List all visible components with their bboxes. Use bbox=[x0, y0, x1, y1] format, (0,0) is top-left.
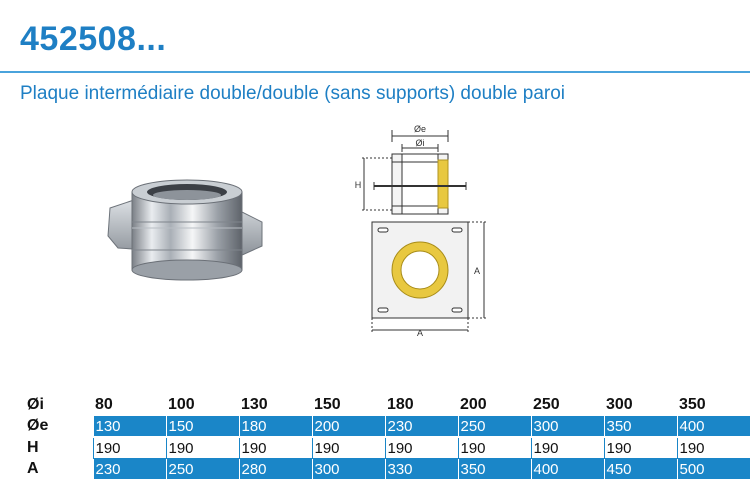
table-cell: 190 bbox=[165, 436, 239, 459]
row-label: Øe bbox=[25, 416, 93, 438]
label-a-bottom: A bbox=[417, 328, 423, 338]
table-cell: 500 bbox=[676, 458, 750, 481]
table-cell: 350 bbox=[603, 416, 677, 438]
side-view-drawing bbox=[362, 130, 467, 215]
label-oi: Øi bbox=[416, 138, 425, 148]
table-cell: 200 bbox=[458, 394, 531, 416]
table-cell: 200 bbox=[311, 416, 385, 438]
table-cell: 280 bbox=[238, 458, 312, 481]
table-cell: 190 bbox=[530, 436, 604, 459]
header-divider bbox=[0, 71, 750, 73]
label-oe: Øe bbox=[414, 124, 426, 134]
row-label: H bbox=[25, 437, 93, 459]
table-cell: 400 bbox=[676, 416, 750, 438]
product-photo bbox=[107, 179, 263, 281]
table-cell: 190 bbox=[311, 436, 385, 459]
product-code: 452508... bbox=[20, 20, 167, 58]
table-cell: 190 bbox=[92, 436, 166, 459]
table-cell: 80 bbox=[93, 394, 166, 416]
table-cell: 230 bbox=[92, 458, 166, 481]
label-h: H bbox=[355, 180, 362, 190]
top-view-drawing bbox=[371, 221, 488, 334]
product-description: Plaque intermédiaire double/double (sans… bbox=[20, 83, 566, 104]
table-cell: 130 bbox=[92, 416, 166, 438]
table-cell: 150 bbox=[165, 416, 239, 438]
table-cell: 300 bbox=[530, 416, 604, 438]
table-cell: 350 bbox=[457, 458, 531, 481]
table-cell: 250 bbox=[531, 394, 604, 416]
table-cell: 250 bbox=[457, 416, 531, 438]
table-cell: 450 bbox=[603, 458, 677, 481]
table-cell: 100 bbox=[166, 394, 239, 416]
table-cell: 300 bbox=[604, 394, 677, 416]
table-cell: 190 bbox=[457, 436, 531, 459]
table-cell: 180 bbox=[238, 416, 312, 438]
table-cell: 190 bbox=[603, 436, 677, 459]
table-cell: 150 bbox=[312, 394, 385, 416]
product-illustration: Øe Øi H A A bbox=[107, 124, 488, 338]
table-cell: 400 bbox=[530, 458, 604, 481]
table-cell: 350 bbox=[677, 394, 750, 416]
table-cell: 300 bbox=[311, 458, 385, 481]
table-cell: 130 bbox=[239, 394, 312, 416]
table-cell: 190 bbox=[238, 436, 312, 459]
table-cell: 330 bbox=[384, 458, 458, 481]
row-label: A bbox=[25, 458, 93, 481]
label-a-right: A bbox=[474, 266, 480, 276]
table-cell: 180 bbox=[385, 394, 458, 416]
row-label: Øi bbox=[25, 394, 93, 416]
table-cell: 250 bbox=[165, 458, 239, 481]
table-cell: 190 bbox=[676, 436, 750, 459]
table-cell: 230 bbox=[384, 416, 458, 438]
table-cell: 190 bbox=[384, 436, 458, 459]
